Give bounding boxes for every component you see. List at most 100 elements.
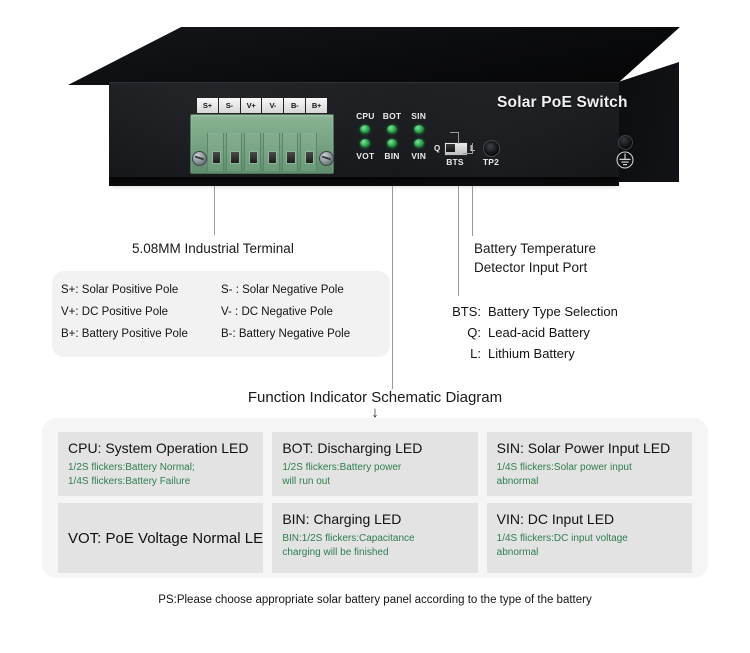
led-label-bot: BOT [382, 111, 402, 121]
leader-line-tp2-bracket [463, 153, 473, 154]
led-card-bin-desc-line2: charging will be finished [282, 547, 389, 558]
device-top-lid [68, 27, 680, 85]
led-card-vin-desc-line2: abnormal [496, 547, 539, 558]
leader-line-bts-top [458, 132, 459, 144]
led-sin-wrap [405, 124, 432, 134]
led-card-vin: VIN: DC Input LED 1/4S flickers:DC input… [486, 503, 692, 573]
function-indicator-panel: CPU: System Operation LED 1/2S flickers:… [42, 418, 708, 578]
led-vin-wrap [405, 138, 432, 148]
led-card-sin-title: SIN: Solar Power Input LED [496, 440, 671, 456]
terminal-label-b-minus: B- [284, 98, 306, 113]
terminal-connector-body [190, 114, 334, 174]
callout-battery-temperature-line2: Detector Input Port [474, 260, 588, 275]
leader-line-bts [458, 186, 459, 296]
leader-line-terminal [214, 186, 215, 235]
tp2-port[interactable]: TP2 [478, 138, 510, 172]
terminal-label-s-plus: S+ [197, 98, 218, 113]
led-label-cpu: CPU [356, 111, 375, 121]
chassis-ground-point [612, 135, 638, 175]
terminal-slot [244, 133, 262, 171]
terminal-slots [206, 133, 318, 171]
industrial-terminal-block: S+ S- V+ V- B- B+ [190, 98, 334, 176]
ps-note: PS:Please choose appropriate solar batte… [158, 594, 592, 606]
leader-line-tp2 [472, 186, 473, 236]
led-card-vin-desc-line1: 1/4S flickers:DC input voltage [496, 533, 628, 544]
led-bin-icon [387, 138, 397, 148]
terminal-label-v-minus: V- [262, 98, 284, 113]
led-sin-icon [413, 124, 424, 134]
terminal-slot [263, 133, 280, 171]
legend-item-v-minus: V- : DC Negative Pole [221, 306, 333, 318]
led-label-sin: SIN [411, 111, 427, 121]
bts-legend-value-q: Lead-acid Battery [488, 325, 590, 340]
terminal-screw-right [319, 151, 334, 166]
led-card-vot-title: VOT: PoE Voltage Normal LED [68, 530, 264, 547]
led-card-cpu-desc-line2: 1/4S flickers:Battery Failure [68, 476, 191, 487]
earth-ground-icon [616, 151, 634, 169]
bts-legend-list: BTS: Battery Type Selection Q: Lead-acid… [437, 301, 618, 364]
bts-legend-value-l: Lithium Battery [488, 346, 575, 361]
led-label-vot: VOT [356, 151, 375, 161]
tp2-label: TP2 [482, 157, 500, 167]
led-bin-wrap [379, 138, 406, 148]
bts-position-q-label: Q [434, 144, 441, 153]
bts-legend-key-bts: BTS: [452, 304, 481, 319]
callout-terminal-title: 5.08MM Industrial Terminal [132, 241, 294, 256]
led-card-cpu-desc-line1: 1/2S flickers:Battery Normal; [68, 462, 195, 473]
leader-line-bts-bracket [450, 132, 459, 133]
ground-screw-hole [618, 135, 633, 150]
legend-item-s-plus: S+: Solar Positive Pole [61, 284, 179, 296]
led-card-bin-title: BIN: Charging LED [282, 511, 402, 527]
led-card-bot-desc: 1/2S flickers:Battery power will run out [282, 461, 467, 489]
led-bottom-label-row: VOT BIN VIN [352, 150, 432, 162]
terminal-label-v-plus: V+ [240, 98, 262, 113]
function-section-title: Function Indicator Schematic Diagram [247, 389, 503, 406]
down-arrow-icon: ↓ [371, 404, 379, 421]
device-photo: Solar PoE Switch S+ S- V+ V- B- B+ [0, 0, 750, 220]
terminal-label-b-plus: B+ [306, 98, 327, 113]
bts-legend-row-q: Q: Lead-acid Battery [437, 322, 618, 343]
led-top-row [352, 122, 432, 136]
legend-item-v-plus: V+: DC Positive Pole [61, 306, 169, 318]
led-card-cpu-desc: 1/2S flickers:Battery Normal; 1/4S flick… [68, 461, 253, 489]
led-label-vin: VIN [411, 151, 427, 161]
led-cpu-icon [360, 124, 371, 134]
function-indicator-grid: CPU: System Operation LED 1/2S flickers:… [58, 432, 692, 573]
tp2-jack-icon[interactable] [483, 140, 500, 157]
terminal-legend-box: S+: Solar Positive Pole S- : Solar Negat… [52, 271, 390, 357]
led-card-sin-desc: 1/4S flickers:Solar power input abnormal [497, 461, 682, 489]
bts-dip-switch-icon[interactable] [444, 142, 468, 156]
leader-line-tp2-top [472, 143, 473, 153]
terminal-slot [300, 133, 318, 171]
led-card-sin: SIN: Solar Power Input LED 1/4S flickers… [486, 432, 692, 496]
led-card-bot-desc-line1: 1/2S flickers:Battery power [282, 462, 402, 473]
bts-selector-switch[interactable]: Q L BTS [434, 138, 476, 172]
led-top-label-row: CPU BOT SIN [352, 110, 432, 122]
led-indicator-cluster: CPU BOT SIN VOT BIN VIN [352, 110, 432, 172]
legend-item-b-minus: B-: Battery Negative Pole [221, 328, 351, 340]
led-bottom-row [352, 136, 432, 150]
led-card-vot: VOT: PoE Voltage Normal LED [58, 503, 264, 573]
leader-line-bin [392, 186, 393, 389]
led-card-vin-desc: 1/4S flickers:DC input voltage abnormal [497, 532, 682, 560]
legend-item-b-plus: B+: Battery Positive Pole [61, 328, 188, 340]
terminal-slot [281, 133, 299, 171]
led-bot-wrap [379, 124, 406, 134]
led-card-cpu: CPU: System Operation LED 1/2S flickers:… [58, 432, 264, 496]
led-card-sin-desc-line1: 1/4S flickers:Solar power input [496, 462, 632, 473]
callout-battery-temperature-line1: Battery Temperature [474, 241, 597, 256]
bts-legend-key-q: Q: [467, 325, 481, 340]
bts-legend-row-bts: BTS: Battery Type Selection [437, 301, 618, 322]
led-bot-icon [387, 124, 397, 134]
led-card-bot: BOT: Discharging LED 1/2S flickers:Batte… [272, 432, 478, 496]
terminal-label-s-minus: S- [218, 98, 240, 113]
bts-legend-row-l: L: Lithium Battery [437, 343, 618, 364]
led-card-bin-desc-line1: BIN:1/2S flickers:Capacitance [282, 533, 415, 544]
led-card-vin-title: VIN: DC Input LED [496, 511, 615, 527]
bts-legend-value-bts: Battery Type Selection [488, 304, 618, 319]
terminal-legend-grid: S+: Solar Positive Pole S- : Solar Negat… [61, 281, 383, 343]
terminal-screw-left [192, 151, 207, 166]
device-brand-label: Solar PoE Switch [497, 94, 628, 111]
led-cpu-wrap [352, 124, 379, 134]
led-card-bin-desc: BIN:1/2S flickers:Capacitance charging w… [282, 532, 467, 560]
